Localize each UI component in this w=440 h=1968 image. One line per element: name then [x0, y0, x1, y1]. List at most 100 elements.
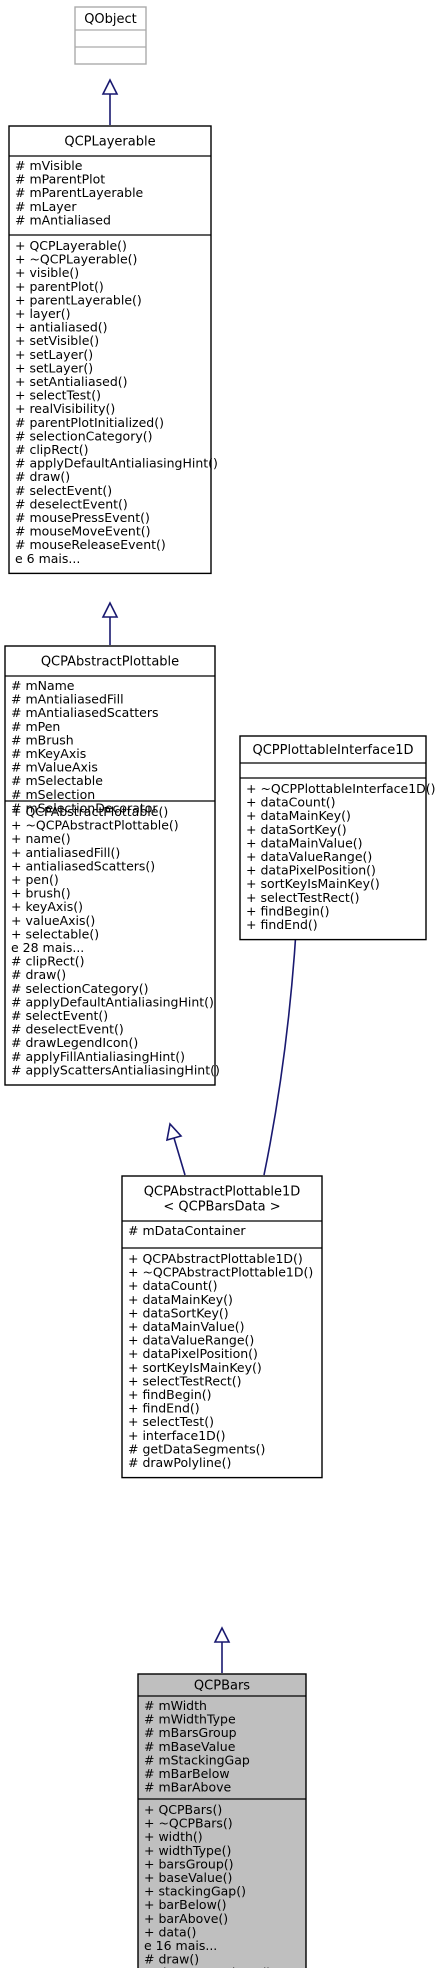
class-method: + widthType(): [144, 1843, 231, 1858]
class-attribute: # mBarAbove: [144, 1780, 232, 1795]
class-method: + brush(): [11, 886, 71, 901]
class-method: + dataMainKey(): [128, 1292, 233, 1307]
class-method: + parentPlot(): [15, 279, 104, 294]
class-title: QCPPlottableInterface1D: [252, 743, 413, 758]
class-method: + QCPAbstractPlottable(): [11, 804, 168, 819]
class-method: + visible(): [15, 265, 79, 280]
class-method: # draw(): [144, 1952, 199, 1967]
class-method: # selectEvent(): [15, 483, 112, 498]
class-method: # applyScattersAntialiasingHint(): [11, 1062, 220, 1077]
class-attribute: # mPen: [11, 719, 60, 734]
class-method: + ~QCPLayerable(): [15, 252, 137, 267]
class-method: + dataSortKey(): [246, 822, 347, 837]
class-method: # applyDefaultAntialiasingHint(): [11, 994, 214, 1009]
class-box-frame: [74, 6, 147, 65]
class-method: + antialiasedFill(): [11, 845, 120, 860]
class-method: + findBegin(): [246, 903, 330, 918]
class-method: + dataValueRange(): [128, 1333, 254, 1348]
class-attribute: # mStackingGap: [144, 1752, 250, 1767]
class-method: + findEnd(): [128, 1401, 200, 1416]
class-attribute: # mVisible: [15, 158, 83, 173]
class-method: # drawLegendIcon(): [144, 1965, 271, 1968]
class-method: + keyAxis(): [11, 899, 83, 914]
class-method: + valueAxis(): [11, 913, 95, 928]
class-attribute: # mWidth: [144, 1698, 207, 1713]
class-box-frame: [8, 125, 212, 575]
class-method: + dataMainKey(): [246, 808, 351, 823]
class-method: # mousePressEvent(): [15, 510, 150, 525]
class-method: + dataMainValue(): [128, 1319, 245, 1334]
class-attribute: # mName: [11, 678, 75, 693]
arrowhead-qcpabstractplottable1d: [213, 1626, 231, 1643]
class-attribute: # mAntialiasedFill: [11, 692, 124, 707]
class-method: + selectTest(): [128, 1414, 214, 1429]
class-box-qcpplottableinterface1d: QCPPlottableInterface1D + ~QCPPlottableIn…: [239, 735, 436, 941]
class-method: e 6 mais...: [15, 551, 80, 566]
class-attribute: # mValueAxis: [11, 760, 98, 775]
class-method: + ~QCPPlottableInterface1D(): [246, 781, 436, 796]
arrowhead-qcplayerable: [101, 601, 119, 618]
class-method: + dataSortKey(): [128, 1305, 229, 1320]
class-method: # applyDefaultAntialiasingHint(): [15, 456, 218, 471]
edge-qcpabstractplottable1d-to-qcpabstractplottable: [173, 1137, 186, 1176]
class-method: # draw(): [15, 469, 70, 484]
class-method: + layer(): [15, 306, 71, 321]
class-method: + findEnd(): [246, 917, 318, 932]
class-method: + selectable(): [11, 926, 99, 941]
class-method: + baseValue(): [144, 1870, 232, 1885]
class-method: # parentPlotInitialized(): [15, 415, 164, 430]
class-method: # selectionCategory(): [15, 428, 152, 443]
class-method: + findBegin(): [128, 1387, 212, 1402]
class-box-qobject: QObject: [74, 6, 147, 65]
class-attribute: # mSelectionDecorator: [11, 800, 158, 815]
class-method: + dataPixelPosition(): [128, 1346, 258, 1361]
class-method: + antialiased(): [15, 320, 108, 335]
class-box-qcplayerable: QCPLayerable# mVisible# mParentPlot# mPa…: [8, 125, 218, 575]
class-title: QObject: [84, 12, 137, 27]
class-method: e 16 mais...: [144, 1938, 217, 1953]
class-box-frame: [137, 1673, 307, 1968]
class-method: + dataCount(): [128, 1278, 217, 1293]
class-method: # deselectEvent(): [15, 496, 128, 511]
class-attribute: # mSelection: [11, 787, 95, 802]
class-method: + ~QCPAbstractPlottable1D(): [128, 1265, 313, 1280]
class-method: # drawLegendIcon(): [11, 1035, 138, 1050]
arrowhead-qcpabstractplottable: [165, 1122, 183, 1142]
class-method: # selectEvent(): [11, 1008, 108, 1023]
class-attribute: # mParentLayerable: [15, 185, 144, 200]
class-box-qcpabstractplottable: QCPAbstractPlottable # mName# mAntialiase…: [4, 645, 220, 1086]
class-method: # drawPolyline(): [128, 1455, 231, 1470]
class-title: QCPAbstractPlottable1D: [144, 1185, 301, 1200]
class-method: + QCPAbstractPlottable1D(): [128, 1251, 303, 1266]
class-method: + barBelow(): [144, 1897, 227, 1912]
class-box-frame: [121, 1175, 323, 1479]
class-method: + setLayer(): [15, 360, 93, 375]
class-method: + QCPBars(): [144, 1802, 222, 1817]
class-box-frame: [4, 645, 216, 1086]
class-attribute: # mAntialiased: [15, 212, 111, 227]
class-method: # draw(): [11, 967, 66, 982]
class-method: + realVisibility(): [15, 401, 115, 416]
class-method: + selectTest(): [15, 388, 101, 403]
class-method: + dataValueRange(): [246, 849, 372, 864]
class-method: + QCPLayerable(): [15, 238, 127, 253]
class-method: # clipRect(): [15, 442, 89, 457]
class-method: + setLayer(): [15, 347, 93, 362]
class-box-qcpabstractplottable1d: QCPAbstractPlottable1D< QCPBarsData ># m…: [121, 1175, 323, 1479]
class-method: + parentLayerable(): [15, 292, 142, 307]
class-method: + barAbove(): [144, 1911, 228, 1926]
class-method: + sortKeyIsMainKey(): [128, 1360, 262, 1375]
class-method: # mouseReleaseEvent(): [15, 537, 166, 552]
class-title: QCPAbstractPlottable: [41, 655, 179, 670]
class-method: # clipRect(): [11, 954, 85, 969]
arrowhead-qobject: [101, 78, 119, 95]
class-attribute: # mWidthType: [144, 1712, 236, 1727]
class-method: + dataCount(): [246, 795, 335, 810]
class-attribute: # mLayer: [15, 199, 77, 214]
class-method: + barsGroup(): [144, 1856, 234, 1871]
class-title: QCPLayerable: [64, 135, 155, 150]
class-method: + dataPixelPosition(): [246, 863, 376, 878]
class-method: + name(): [11, 831, 71, 846]
